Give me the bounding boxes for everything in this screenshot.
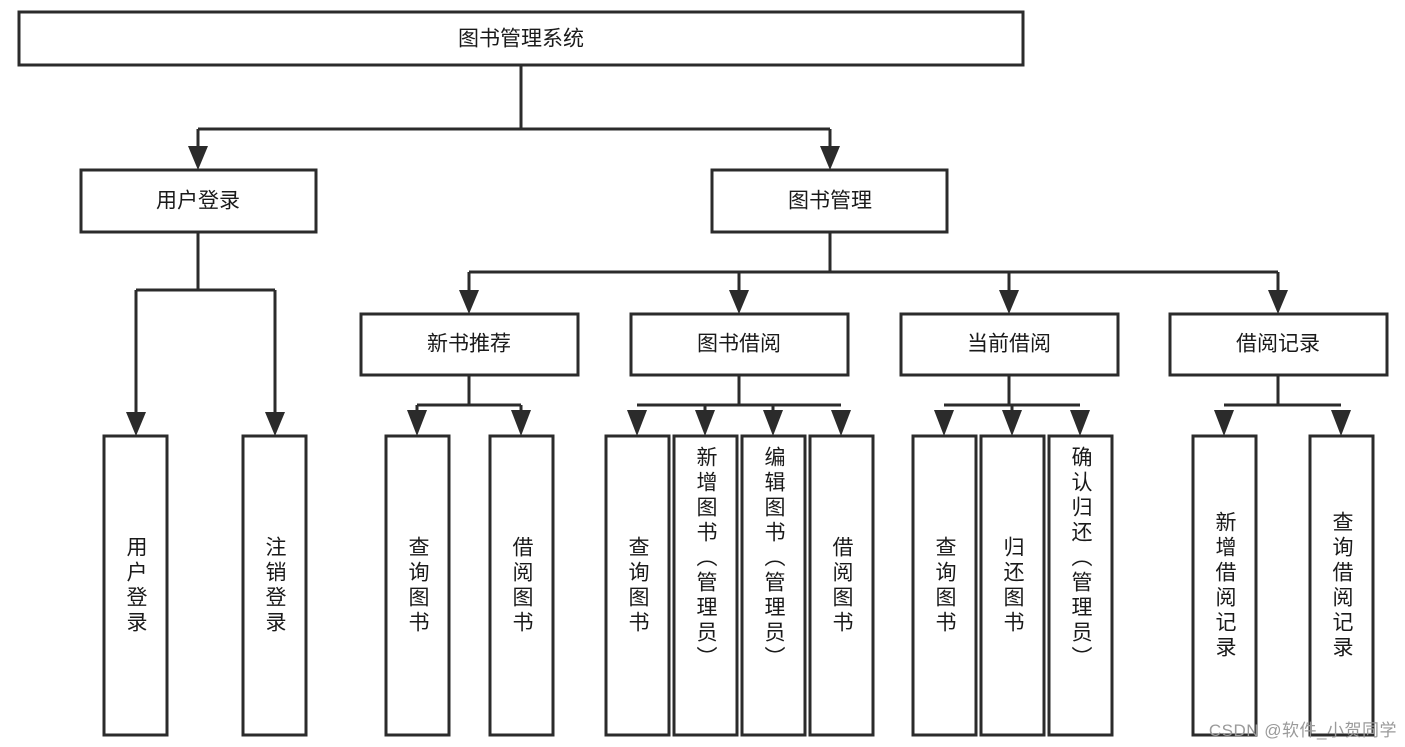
node-new-book-recommend[interactable]: 新书推荐 <box>359 312 580 377</box>
arrow-to-leaf-query-book-2 <box>627 410 647 436</box>
node-user-login-box[interactable] <box>79 168 318 234</box>
leaf-box-edit-book[interactable] <box>740 434 807 737</box>
leaf-box-return-book[interactable] <box>979 434 1046 737</box>
node-root[interactable]: 图书管理系统 <box>17 10 1025 67</box>
node-book-manage[interactable]: 图书管理 <box>710 168 949 234</box>
leaf-box-user-logout[interactable] <box>241 434 308 737</box>
arrow-to-leaf-edit-book <box>763 410 783 436</box>
leaf-box-add-book[interactable] <box>672 434 739 737</box>
node-root-label: 图书管理系统 <box>458 28 584 51</box>
arrow-to-leaf-confirm-return <box>1070 410 1090 436</box>
arrow-to-book-manage <box>820 146 840 170</box>
leaf-box-query-book-3[interactable] <box>911 434 978 737</box>
node-current-borrow[interactable]: 当前借阅 <box>899 312 1120 377</box>
arrow-to-borrow-record <box>1268 290 1288 314</box>
arrow-to-leaf-query-record <box>1331 410 1351 436</box>
node-user-login-label: 用户登录 <box>156 190 240 213</box>
arrow-to-new-book-recommend <box>459 290 479 314</box>
node-new-book-recommend-label: 新书推荐 <box>427 333 511 356</box>
arrow-to-leaf-return-book <box>1002 410 1022 436</box>
arrow-to-leaf-borrow-book-2 <box>831 410 851 436</box>
arrow-to-leaf-query-book-3 <box>934 410 954 436</box>
node-current-borrow-box[interactable] <box>899 312 1120 377</box>
node-book-borrow-box[interactable] <box>629 312 850 377</box>
leaf-box-query-book-2[interactable] <box>604 434 671 737</box>
node-borrow-record[interactable]: 借阅记录 <box>1168 312 1389 377</box>
leaf-box-query-book-1[interactable] <box>384 434 451 737</box>
arrow-to-leaf-borrow-book-1 <box>511 410 531 436</box>
arrow-to-current-borrow <box>999 290 1019 314</box>
arrow-to-book-borrow <box>729 290 749 314</box>
leaf-box-query-record[interactable] <box>1308 434 1375 737</box>
arrow-to-user-login <box>188 146 208 170</box>
node-book-manage-box[interactable] <box>710 168 949 234</box>
node-book-borrow[interactable]: 图书借阅 <box>629 312 850 377</box>
node-book-borrow-label: 图书借阅 <box>697 333 781 356</box>
connector-layer <box>126 65 1351 436</box>
leaf-box-add-record[interactable] <box>1191 434 1258 737</box>
node-user-login[interactable]: 用户登录 <box>79 168 318 234</box>
node-root-box[interactable] <box>17 10 1025 67</box>
leaf-box-borrow-book-1[interactable] <box>488 434 555 737</box>
arrow-to-leaf-add-book <box>695 410 715 436</box>
leaf-box-borrow-book-2[interactable] <box>808 434 875 737</box>
node-borrow-record-box[interactable] <box>1168 312 1389 377</box>
node-borrow-record-label: 借阅记录 <box>1236 333 1320 356</box>
leaf-box-user-login[interactable] <box>102 434 169 737</box>
node-new-book-recommend-box[interactable] <box>359 312 580 377</box>
arrow-to-leaf-query-book-1 <box>407 410 427 436</box>
node-book-manage-label: 图书管理 <box>788 190 872 213</box>
arrow-to-leaf-add-record <box>1214 410 1234 436</box>
arrow-to-leaf-user-login <box>126 412 146 436</box>
node-current-borrow-label: 当前借阅 <box>967 333 1051 356</box>
arrow-to-leaf-user-logout <box>265 412 285 436</box>
csdn-watermark: CSDN @软件_小贺同学 <box>1208 721 1397 740</box>
leaf-box-confirm-return[interactable] <box>1047 434 1114 737</box>
